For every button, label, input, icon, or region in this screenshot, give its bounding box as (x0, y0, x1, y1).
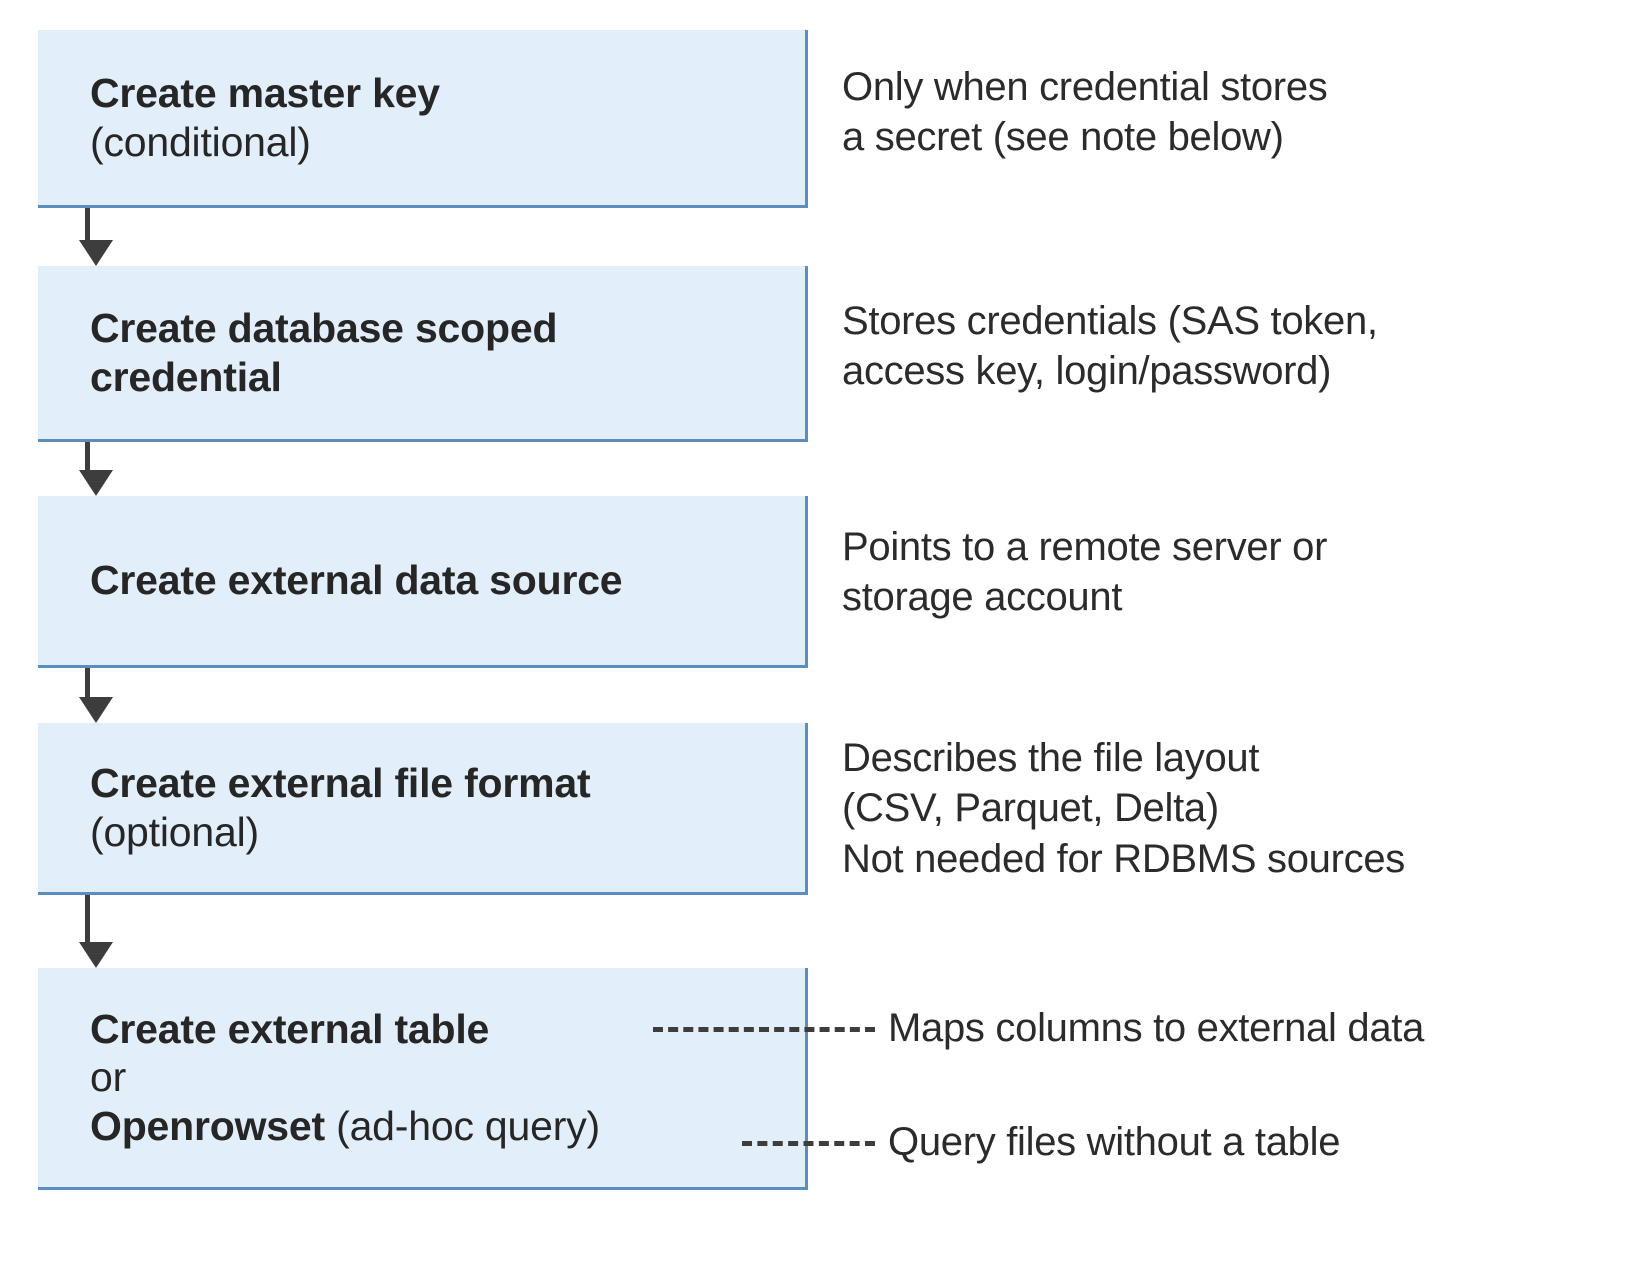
step-box-content: Create external file format (optional) (38, 759, 805, 856)
option-separator-label: or (90, 1054, 127, 1101)
step-box-content: Create external data source (38, 556, 805, 604)
note-line: access key, login/password) (842, 349, 1332, 394)
step-title: Create external file format (90, 760, 591, 807)
step-box-content: Create database scoped credential (38, 304, 805, 401)
note-line: a secret (see note below) (842, 115, 1284, 160)
note-line: Query files without a table (888, 1120, 1341, 1164)
step-note-create-database-scoped-credential: Stores credentials (SAS token, access ke… (842, 296, 1622, 397)
arrow-head-icon (79, 470, 113, 496)
step-subtitle: (conditional) (90, 118, 311, 165)
step-box-content: Create master key (conditional) (38, 69, 805, 166)
step-title: Create external data source (90, 557, 623, 604)
note-line: storage account (842, 575, 1123, 620)
leader-line-option-a (653, 1027, 875, 1032)
leader-line-option-b (742, 1141, 875, 1146)
step-subtitle: (optional) (90, 808, 259, 855)
arrow-shaft (85, 442, 90, 470)
note-line: (CSV, Parquet, Delta) (842, 786, 1219, 831)
step-box-create-external-file-format[interactable]: Create external file format (optional) (38, 723, 808, 895)
step-box-create-database-scoped-credential[interactable]: Create database scoped credential (38, 266, 808, 442)
arrow-shaft (85, 208, 90, 240)
arrow-head-icon (79, 240, 113, 266)
option-b-suffix: (ad-hoc query) (324, 1102, 600, 1149)
arrow-head-icon (79, 697, 113, 723)
option-b-label: Openrowset (90, 1102, 325, 1149)
arrow-head-icon (79, 942, 113, 968)
step-box-create-external-data-source[interactable]: Create external data source (38, 496, 808, 668)
option-b-row: Openrowset (ad-hoc query) (90, 1102, 789, 1150)
step-note-create-external-file-format: Describes the file layout (CSV, Parquet,… (842, 733, 1622, 884)
step-box-content: Create external table or Openrowset (ad-… (38, 1005, 805, 1150)
note-line: Not needed for RDBMS sources (842, 836, 1405, 881)
note-line: Maps columns to external data (888, 1006, 1425, 1050)
final-note-option-a: Maps columns to external data (888, 1003, 1638, 1053)
step-note-create-master-key: Only when credential stores a secret (se… (842, 62, 1622, 163)
arrow-shaft (85, 895, 90, 942)
note-line: Only when credential stores (842, 65, 1328, 109)
note-line: Describes the file layout (842, 736, 1260, 780)
note-line: Stores credentials (SAS token, (842, 299, 1378, 343)
step-note-create-external-data-source: Points to a remote server or storage acc… (842, 522, 1622, 623)
final-note-option-b: Query files without a table (888, 1117, 1638, 1167)
note-line: Points to a remote server or (842, 525, 1328, 569)
step-title: Create master key (90, 70, 440, 117)
arrow-shaft (85, 668, 90, 697)
step-box-create-external-table-or-openrowset[interactable]: Create external table or Openrowset (ad-… (38, 968, 808, 1190)
step-box-create-master-key[interactable]: Create master key (conditional) (38, 30, 808, 208)
step-title: Create database scoped credential (90, 305, 558, 400)
option-a-label: Create external table (90, 1005, 490, 1052)
